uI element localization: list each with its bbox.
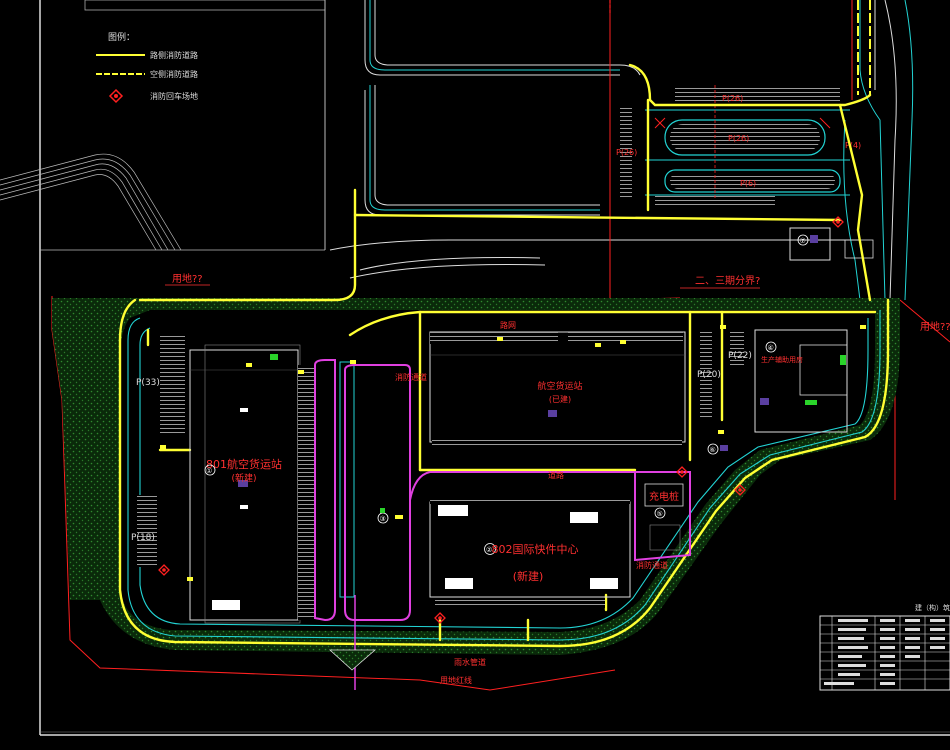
marker-3-number: ③: [380, 515, 386, 523]
parking-row-top: [675, 85, 840, 103]
legend-header-box: [84, 0, 326, 11]
fire-lane-upper-cross: [353, 213, 842, 222]
site-road-cyan: [127, 310, 881, 641]
parking-column-left: [620, 105, 632, 200]
marker-6-number: ⑥: [710, 446, 716, 454]
airside-fire-lanes: [857, 0, 871, 95]
fire-lane-perimeter: [118, 298, 890, 648]
building-7: ⑦: [789, 227, 874, 261]
parking-label-22: P(22): [728, 351, 752, 361]
parking-label-top3: P(6): [740, 179, 756, 188]
road-label-top: 路网: [500, 320, 516, 330]
building-801-name: 801航空货运站: [206, 457, 282, 471]
right-roads-white: [874, 0, 897, 301]
building-801-status: (新建): [231, 472, 256, 484]
parking-label-33: P(33): [136, 378, 160, 388]
parking-label-18: P(18): [131, 533, 155, 543]
legend-label-landside: 路侧消防道路: [150, 50, 198, 60]
legend-label-turnaround: 消防回车场地: [150, 91, 198, 101]
charging-station: 充电桩 ⑤: [644, 483, 684, 551]
existing-cargo-building: 航空货运站 (已建) 路网: [429, 320, 686, 448]
building-801: 801航空货运站 (新建) ①: [189, 344, 301, 624]
building-802-number: ②: [486, 546, 492, 554]
existing-cargo-status: (已建): [549, 394, 571, 404]
misc-markers: ③ ⑥: [160, 325, 866, 581]
fire-turnaround-markers: [158, 216, 844, 624]
building-802-status: (新建): [513, 569, 544, 583]
parking-label-top2: P(26): [728, 134, 749, 143]
green-landscape-band: [52, 298, 900, 655]
building-4-number: ④: [768, 344, 774, 352]
parking-island-2: [670, 173, 835, 189]
parking-label-20: P(20): [697, 370, 721, 380]
land-label-left: 用地??: [172, 272, 203, 285]
building-4: ④ 生产辅助用房: [754, 329, 848, 433]
dock-lane: [339, 361, 355, 598]
parking-label-top1: P(26): [722, 94, 743, 103]
building-801-number: ①: [206, 467, 212, 475]
land-label-right: 用地??: [920, 320, 950, 333]
rail-lines: [0, 153, 182, 251]
redline-label: 用地红线: [440, 675, 472, 685]
fire-lane-west-link: [138, 188, 357, 302]
legend-label-airside: 空侧消防道路: [150, 69, 198, 79]
right-roads-cyan: [843, 0, 914, 301]
parking-label-left: P(26): [616, 148, 637, 157]
legend-title: 图例：: [108, 31, 135, 43]
fire-lane-label-1: 消防通道: [395, 372, 427, 382]
parking-row-bottom: [655, 195, 775, 205]
internal-roads-magenta: [314, 359, 691, 622]
fire-lane-upper-loop: [628, 63, 872, 107]
legend-turnaround-icon: [108, 88, 124, 104]
fire-lane-roads: [118, 63, 890, 648]
road-label-mid: 道路: [548, 470, 564, 480]
loading-dock-strip: [298, 365, 314, 620]
bottom-triangle: [328, 649, 377, 671]
upper-parking-area: P(26) P(26) P(6) P(26) P(4): [616, 85, 861, 205]
fire-lane-right-link: [838, 103, 872, 302]
site-parking-blocks: P(33) P(18) P(20) P(22): [131, 330, 752, 567]
phase-boundary-label: 二、三期分界?: [695, 275, 760, 287]
building-802: ② 802国际快件中心 (新建) 道路: [429, 470, 631, 608]
building-802-name: 802国际快件中心: [492, 543, 579, 556]
building-7-number: ⑦: [800, 237, 806, 245]
upper-road-cyan: [369, 0, 620, 211]
existing-cargo-name: 航空货运站: [537, 380, 582, 392]
parking-island-1: [670, 124, 820, 151]
upper-roads: [329, 0, 860, 279]
charging-station-label: 充电桩: [649, 490, 679, 503]
parking-label-right: P(4): [845, 141, 861, 150]
fire-lane-label-2: 消防通道: [636, 560, 668, 570]
drainage-label: 雨水管道: [454, 657, 486, 667]
title-block-table: 建（构）筑物: [819, 603, 950, 691]
building-4-name: 生产辅助用房: [761, 355, 803, 364]
charging-station-number: ⑤: [657, 510, 663, 518]
table-title: 建（构）筑物: [915, 603, 950, 612]
